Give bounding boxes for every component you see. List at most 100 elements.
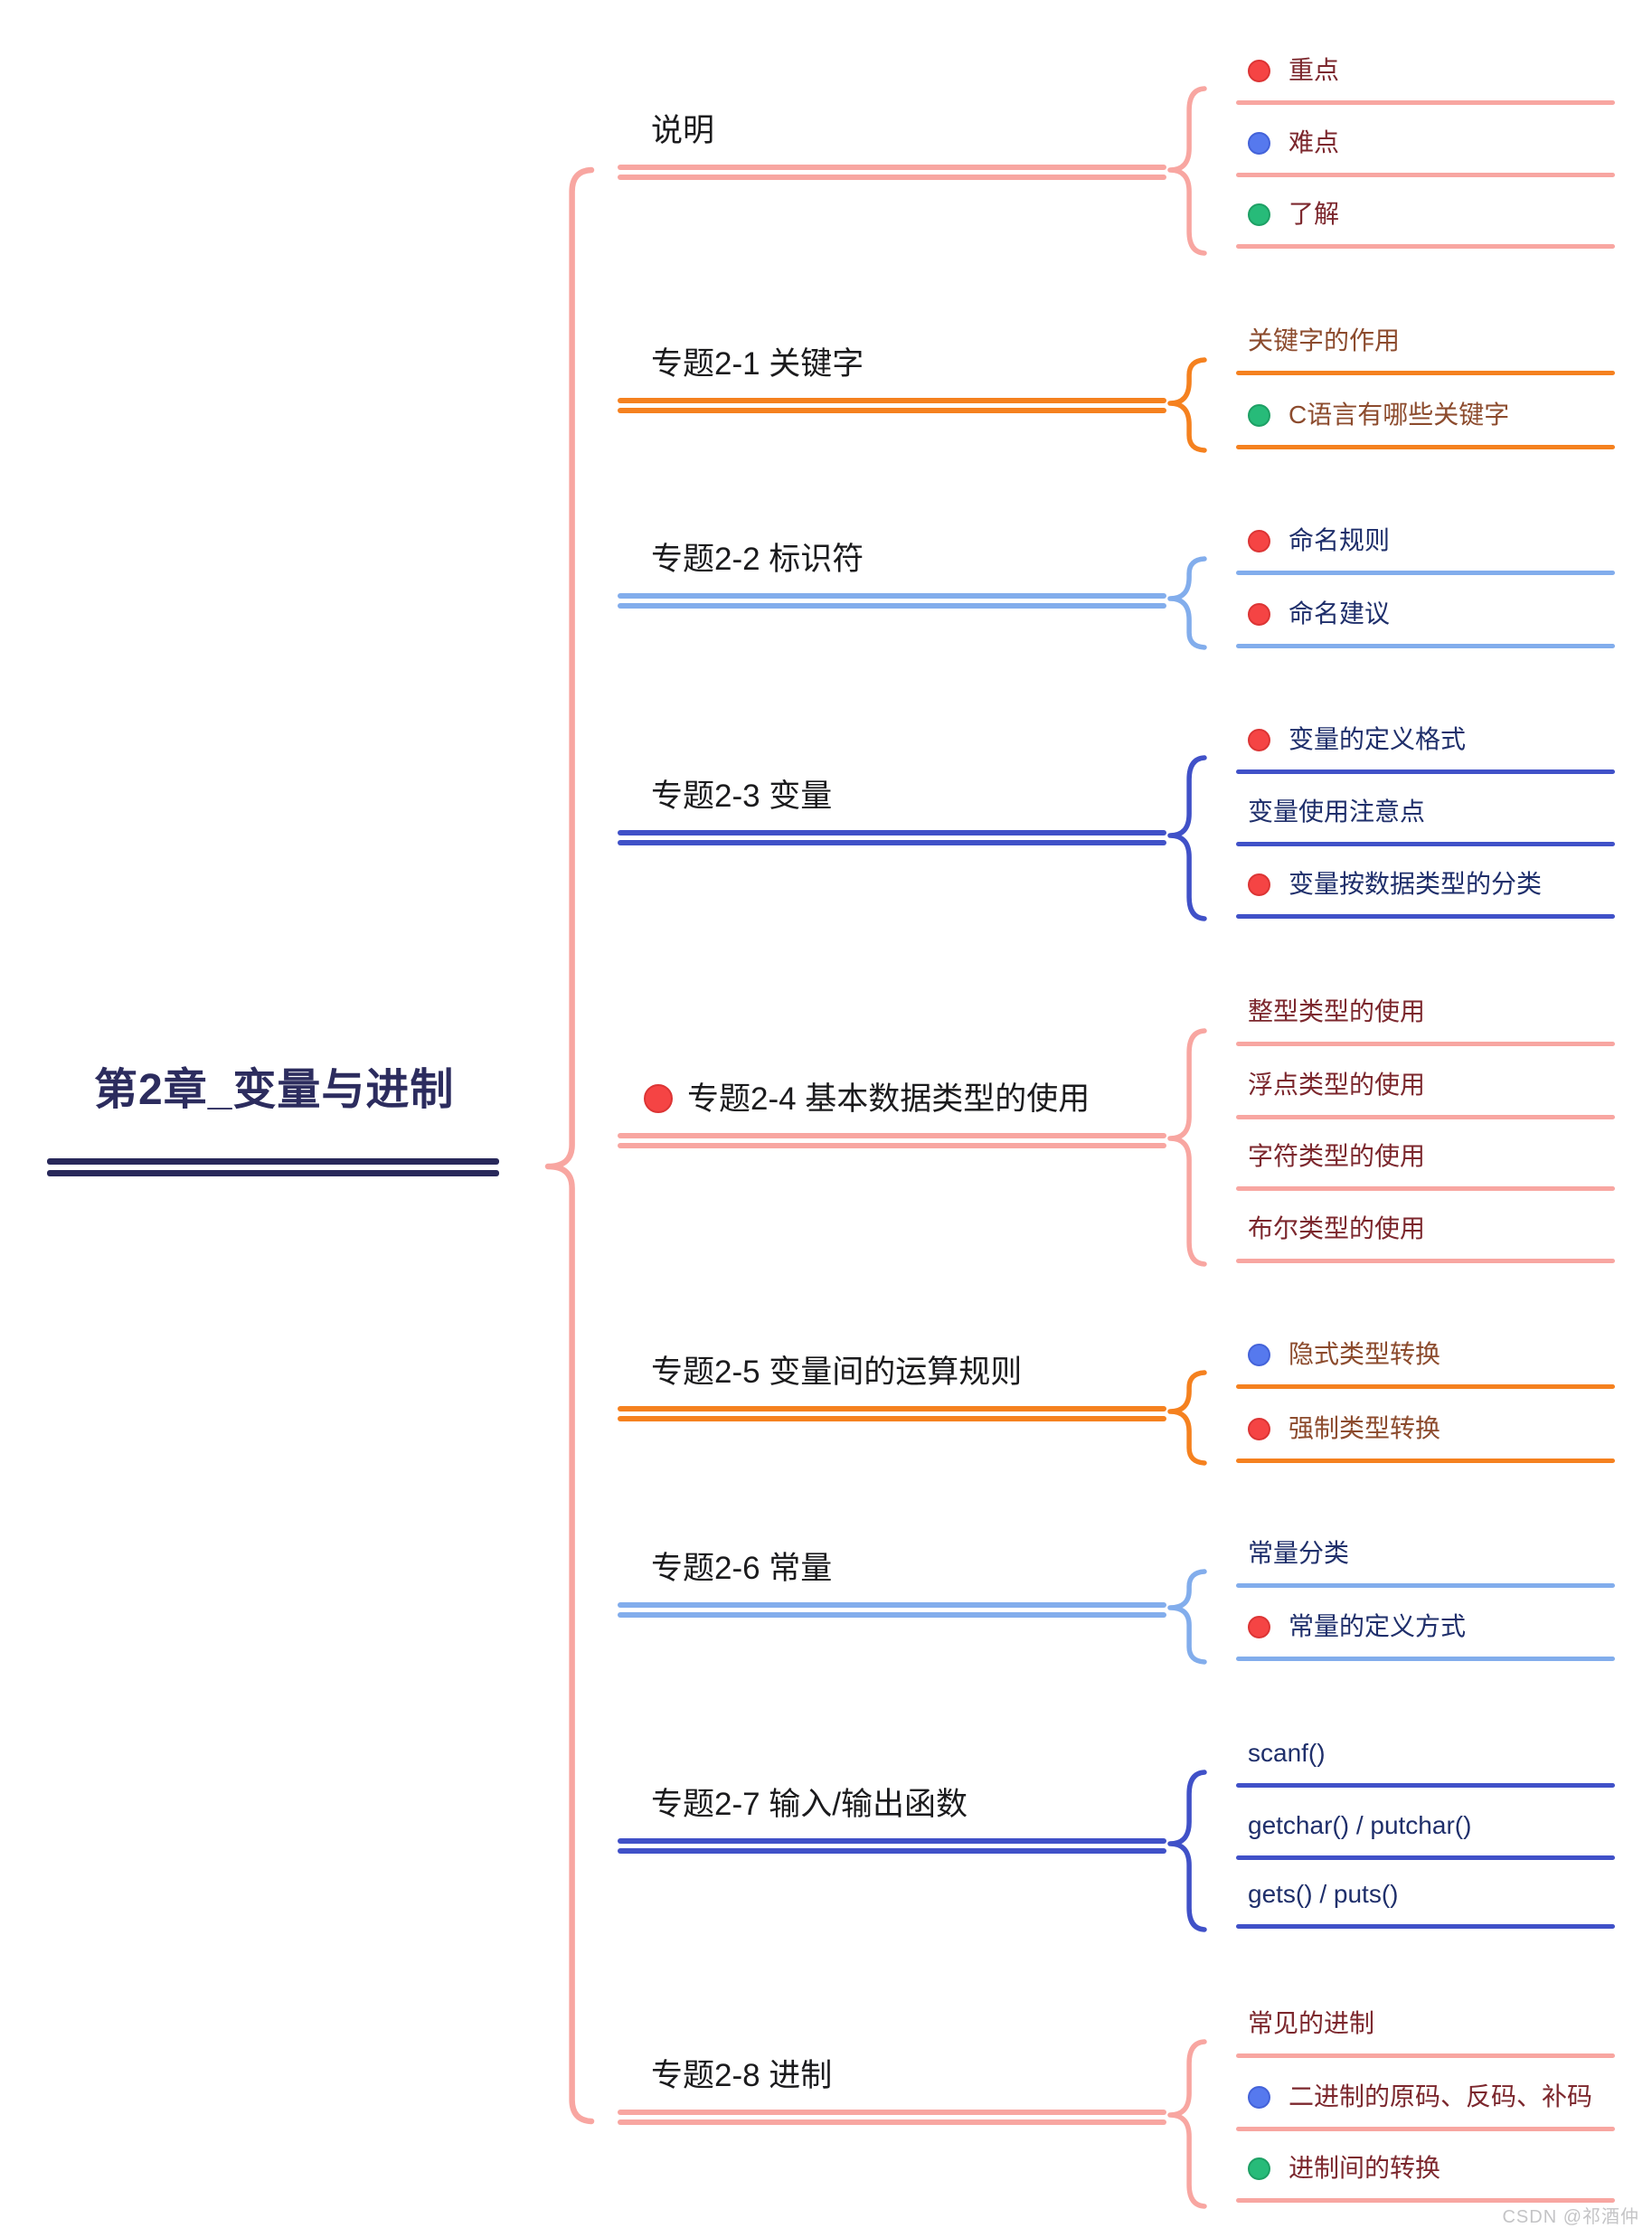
branch-label: 专题2-3 变量 xyxy=(651,778,833,814)
child-underline xyxy=(1236,1459,1615,1463)
child-node[interactable]: 常量分类 xyxy=(1248,1531,1349,1576)
branch-underline xyxy=(618,165,1166,180)
branch-label: 专题2-8 进制 xyxy=(651,2057,833,2093)
branch-underline-bar xyxy=(618,1602,1166,1608)
child-node[interactable]: 难点 xyxy=(1248,120,1339,165)
branch-label: 说明 xyxy=(651,112,715,148)
red-dot-icon xyxy=(1248,1615,1270,1638)
child-node[interactable]: 变量按数据类型的分类 xyxy=(1248,862,1542,907)
branch-underline-bar xyxy=(618,1416,1166,1421)
child-node[interactable]: C语言有哪些关键字 xyxy=(1248,392,1509,438)
child-label: 变量的定义格式 xyxy=(1289,725,1467,753)
child-node[interactable]: 字符类型的使用 xyxy=(1248,1134,1425,1179)
brace-connector xyxy=(1167,755,1207,921)
child-label: 变量按数据类型的分类 xyxy=(1289,870,1543,898)
child-label: 进制间的转换 xyxy=(1289,2154,1441,2182)
child-underline xyxy=(1236,914,1615,919)
child-underline xyxy=(1236,1042,1615,1046)
root-underline xyxy=(47,1158,499,1176)
child-node[interactable]: 强制类型转换 xyxy=(1248,1406,1440,1451)
child-underline xyxy=(1236,1384,1615,1389)
child-node[interactable]: 整型类型的使用 xyxy=(1248,989,1425,1034)
green-dot-icon xyxy=(1248,203,1270,226)
brace-connector xyxy=(1167,556,1207,650)
branch-underline-bar xyxy=(618,1612,1166,1618)
branch-node[interactable]: 专题2-2 标识符 xyxy=(651,536,864,581)
child-node[interactable]: 命名建议 xyxy=(1248,591,1390,637)
child-underline xyxy=(1236,173,1615,177)
child-underline xyxy=(1236,1855,1615,1860)
branch-underline-bar xyxy=(618,175,1166,180)
branch-underline-bar xyxy=(618,1848,1166,1854)
child-underline xyxy=(1236,2053,1615,2058)
branch-node[interactable]: 专题2-5 变量间的运算规则 xyxy=(651,1349,1022,1394)
red-dot-icon xyxy=(1248,59,1270,82)
child-underline xyxy=(1236,445,1615,449)
child-node[interactable]: 二进制的原码、反码、补码 xyxy=(1248,2074,1592,2119)
child-label: 命名建议 xyxy=(1289,599,1391,628)
brace-connector xyxy=(1167,86,1207,256)
child-node[interactable]: 常量的定义方式 xyxy=(1248,1604,1466,1649)
branch-label: 专题2-1 关键字 xyxy=(651,345,864,382)
branch-node[interactable]: 专题2-6 常量 xyxy=(651,1545,832,1591)
blue-dot-icon xyxy=(1248,1343,1270,1366)
child-label: 字符类型的使用 xyxy=(1248,1142,1426,1170)
child-node[interactable]: 进制间的转换 xyxy=(1248,2146,1440,2191)
branch-underline xyxy=(618,398,1166,413)
blue-dot-icon xyxy=(1248,131,1270,155)
child-label: 布尔类型的使用 xyxy=(1248,1214,1426,1242)
red-dot-icon xyxy=(1248,1417,1270,1440)
child-node[interactable]: 命名规则 xyxy=(1248,518,1390,563)
child-label: scanf() xyxy=(1248,1739,1326,1767)
red-dot-icon xyxy=(1248,873,1270,896)
branch-node[interactable]: 说明 xyxy=(651,108,714,153)
child-node[interactable]: 隐式类型转换 xyxy=(1248,1332,1440,1377)
child-label: 了解 xyxy=(1289,200,1340,228)
child-label: 变量使用注意点 xyxy=(1248,798,1426,826)
branch-underline xyxy=(618,1133,1166,1148)
child-label: 关键字的作用 xyxy=(1248,326,1401,354)
child-node[interactable]: 变量使用注意点 xyxy=(1248,789,1425,835)
child-node[interactable]: 浮点类型的使用 xyxy=(1248,1062,1425,1108)
child-underline xyxy=(1236,1259,1615,1263)
child-label: 难点 xyxy=(1289,128,1340,156)
child-underline xyxy=(1236,769,1615,774)
child-label: 重点 xyxy=(1289,56,1340,84)
child-underline xyxy=(1236,2198,1615,2203)
branch-node[interactable]: 专题2-1 关键字 xyxy=(651,341,864,386)
brace-connector xyxy=(544,166,595,2125)
branch-node[interactable]: 专题2-8 进制 xyxy=(651,2053,832,2098)
branch-node[interactable]: 专题2-7 输入/输出函数 xyxy=(651,1781,968,1827)
branch-underline xyxy=(618,2110,1166,2125)
branch-underline-bar xyxy=(618,1143,1166,1148)
red-dot-icon xyxy=(1248,529,1270,552)
child-underline xyxy=(1236,100,1615,105)
branch-underline-bar xyxy=(618,840,1166,845)
branch-label: 专题2-6 常量 xyxy=(651,1550,833,1586)
green-dot-icon xyxy=(1248,403,1270,427)
child-node[interactable]: 了解 xyxy=(1248,192,1339,237)
child-label: C语言有哪些关键字 xyxy=(1289,401,1510,429)
blue-dot-icon xyxy=(1248,2085,1270,2109)
branch-node[interactable]: 专题2-3 变量 xyxy=(651,773,832,818)
branch-underline-bar xyxy=(618,593,1166,599)
branch-node[interactable]: 专题2-4 基本数据类型的使用 xyxy=(644,1076,1090,1121)
child-node[interactable]: 变量的定义格式 xyxy=(1248,717,1466,762)
green-dot-icon xyxy=(1248,2157,1270,2180)
child-underline xyxy=(1236,1583,1615,1588)
child-node[interactable]: 重点 xyxy=(1248,48,1339,93)
root-node[interactable]: 第2章_变量与进制 xyxy=(94,1065,454,1115)
child-node[interactable]: 关键字的作用 xyxy=(1248,318,1400,363)
child-node[interactable]: 布尔类型的使用 xyxy=(1248,1206,1425,1251)
child-underline xyxy=(1236,644,1615,648)
child-node[interactable]: getchar() / putchar() xyxy=(1248,1803,1471,1848)
child-label: 整型类型的使用 xyxy=(1248,997,1426,1025)
branch-underline xyxy=(618,830,1166,845)
child-node[interactable]: scanf() xyxy=(1248,1731,1326,1776)
child-node[interactable]: 常见的进制 xyxy=(1248,2001,1374,2046)
child-node[interactable]: gets() / puts() xyxy=(1248,1872,1398,1917)
branch-underline-bar xyxy=(618,603,1166,609)
branch-underline-bar xyxy=(618,408,1166,413)
branch-underline-bar xyxy=(618,2119,1166,2125)
brace-connector xyxy=(1167,1028,1207,1267)
